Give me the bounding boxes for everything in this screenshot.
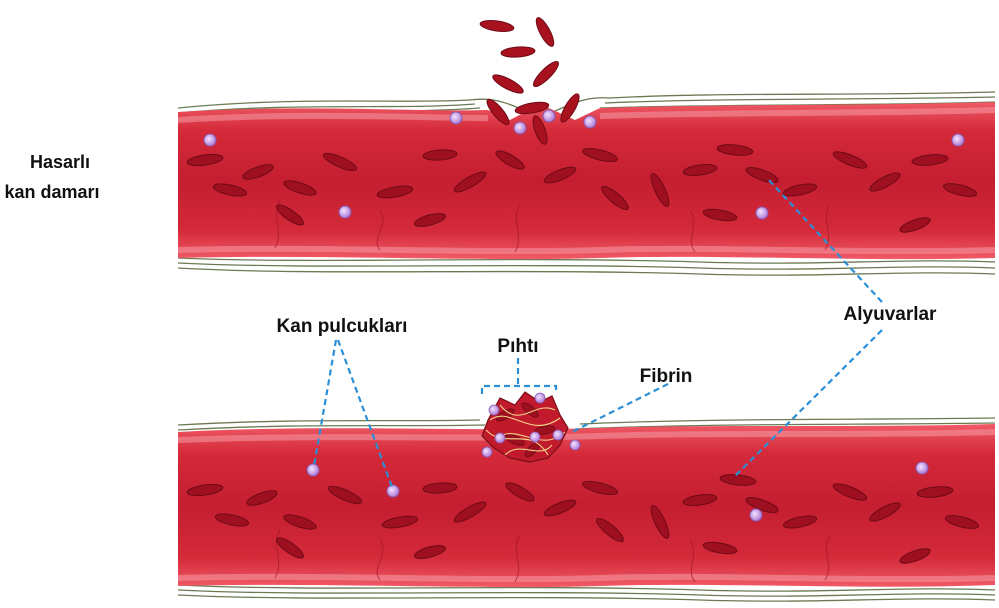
- platelet: [204, 134, 216, 146]
- platelet: [952, 134, 964, 146]
- platelet: [514, 122, 526, 134]
- label-red-blood-cells: Alyuvarlar: [844, 304, 938, 325]
- platelet: [584, 116, 596, 128]
- platelet: [387, 485, 399, 497]
- platelet: [339, 206, 351, 218]
- platelet: [307, 464, 319, 476]
- red-blood-cell: [479, 19, 514, 34]
- leader-line-fibrin: [572, 384, 668, 432]
- platelet: [450, 112, 462, 124]
- red-blood-cell: [491, 72, 526, 97]
- platelet: [489, 405, 499, 415]
- label-platelets: Kan pulcukları: [277, 316, 408, 337]
- red-blood-cell: [530, 58, 561, 89]
- platelet: [750, 509, 762, 521]
- red-blood-cell: [501, 46, 536, 58]
- platelet: [495, 433, 505, 443]
- label-clot: Pıhtı: [497, 336, 538, 357]
- platelet: [916, 462, 928, 474]
- label-damaged-vessel-line1: Hasarlı: [30, 152, 90, 172]
- vessel-lumen: [178, 424, 995, 587]
- platelet: [553, 430, 563, 440]
- platelet: [530, 432, 540, 442]
- platelet: [535, 393, 545, 403]
- platelet: [570, 440, 580, 450]
- label-fibrin: Fibrin: [640, 366, 693, 387]
- damaged-vessel: [178, 16, 995, 276]
- clot-bracket: [482, 386, 556, 394]
- label-damaged-vessel-line2: kan damarı: [4, 182, 99, 202]
- red-blood-cell: [533, 16, 557, 49]
- platelet: [543, 110, 555, 122]
- platelet: [756, 207, 768, 219]
- vessel-with-clot: [178, 392, 995, 601]
- platelet: [482, 447, 492, 457]
